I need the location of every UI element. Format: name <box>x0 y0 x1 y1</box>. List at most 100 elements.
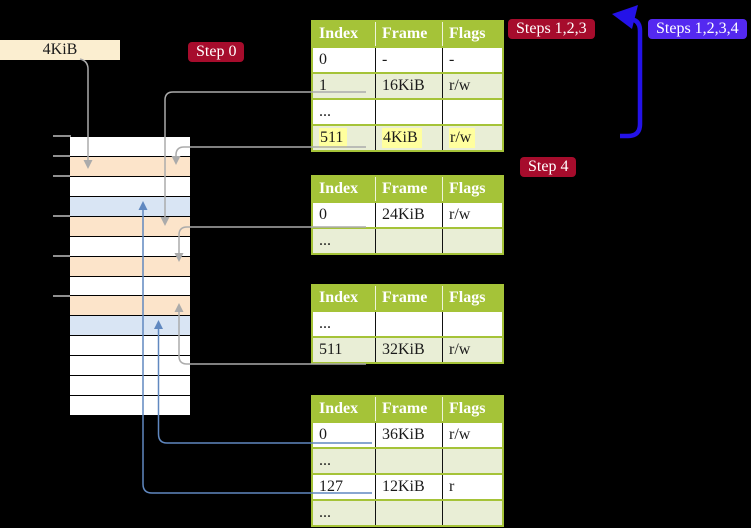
table-cell: 32KiB <box>375 336 443 363</box>
table-cell: 511 <box>311 124 376 151</box>
memory-row-white <box>70 336 190 356</box>
table-cell: 16KiB <box>375 72 443 99</box>
memory-tick <box>53 155 71 157</box>
table-cell: ... <box>311 98 376 125</box>
header-cell: Frame <box>375 285 443 311</box>
table-cell: ... <box>311 310 376 337</box>
table-cell <box>375 447 443 474</box>
table-cell: 511 <box>311 336 376 363</box>
table-cell: r <box>442 473 504 500</box>
memory-row-white <box>70 356 190 376</box>
frame-size-label: 4KiB <box>0 40 120 60</box>
table-cell <box>442 447 504 474</box>
table-row: ... <box>311 310 504 337</box>
header-cell: Flags <box>442 285 503 311</box>
table-cell <box>375 310 443 337</box>
table-cell: ... <box>311 447 376 474</box>
table-cell: 1 <box>311 72 376 99</box>
step0-badge: Step 0 <box>188 42 245 62</box>
table-cell <box>375 499 443 526</box>
memory-row-peach <box>70 156 190 176</box>
highlighted-value: 4KiB <box>382 128 422 148</box>
header-cell: Flags <box>442 396 503 422</box>
table-cell <box>442 310 504 337</box>
memory-tick <box>53 135 71 137</box>
header-cell: Flags <box>442 21 503 47</box>
step4-badge: Step 4 <box>520 157 577 177</box>
header-cell: Index <box>312 176 376 202</box>
table-cell: - <box>375 46 443 73</box>
table-cell: 127 <box>311 473 376 500</box>
memory-row-peach <box>70 216 190 236</box>
table-cell: r/w <box>442 124 504 151</box>
table-row: ... <box>311 227 504 254</box>
table-cell: - <box>442 46 504 73</box>
highlighted-value: r/w <box>449 128 476 148</box>
table-cell: 24KiB <box>375 201 443 228</box>
table-cell <box>442 499 504 526</box>
header-cell: Index <box>312 285 376 311</box>
table-cell: 0 <box>311 421 376 448</box>
table-row: ... <box>311 499 504 526</box>
memory-row-white <box>70 376 190 396</box>
table-cell <box>375 98 443 125</box>
memory-row-white <box>70 137 190 156</box>
table-row: ... <box>311 447 504 474</box>
memory-row-peach <box>70 256 190 276</box>
table-cell <box>442 98 504 125</box>
header-cell: Frame <box>375 396 443 422</box>
memory-row-white <box>70 176 190 196</box>
table-cell: 12KiB <box>375 473 443 500</box>
header-cell: Index <box>312 396 376 422</box>
table-cell: 0 <box>311 46 376 73</box>
memory-row-white <box>70 236 190 256</box>
memory-row-blue <box>70 316 190 336</box>
arrow-line <box>620 16 643 139</box>
table-cell: r/w <box>442 201 504 228</box>
steps-loop-arrow <box>612 5 643 139</box>
table-cell <box>442 227 504 254</box>
table-cell: 36KiB <box>375 421 443 448</box>
table-cell: r/w <box>442 421 504 448</box>
memory-tick <box>53 175 71 177</box>
table-row: 511 4KiB r/w <box>311 124 504 151</box>
table-cell: ... <box>311 499 376 526</box>
memory-tick <box>53 255 71 257</box>
header-cell: Index <box>312 21 376 47</box>
header-cell: Flags <box>442 176 503 202</box>
memory-column <box>70 137 190 415</box>
table-cell: ... <box>311 227 376 254</box>
header-cell: Frame <box>375 21 443 47</box>
memory-row-white <box>70 396 190 415</box>
steps1234-badge: Steps 1,2,3,4 <box>648 19 747 39</box>
arrow-head <box>612 5 638 29</box>
steps123-badge: Steps 1,2,3 <box>508 19 595 39</box>
memory-tick <box>53 295 71 297</box>
table-row: 0-- <box>311 46 504 73</box>
header-cell: Frame <box>375 176 443 202</box>
highlighted-value: 511 <box>319 128 348 148</box>
table-row: ... <box>311 98 504 125</box>
table-cell: r/w <box>442 336 504 363</box>
table-cell: r/w <box>442 72 504 99</box>
memory-row-peach <box>70 296 190 316</box>
table-cell: 0 <box>311 201 376 228</box>
memory-tick <box>53 215 71 217</box>
memory-row-blue <box>70 196 190 216</box>
table-cell <box>375 227 443 254</box>
memory-row-white <box>70 276 190 296</box>
